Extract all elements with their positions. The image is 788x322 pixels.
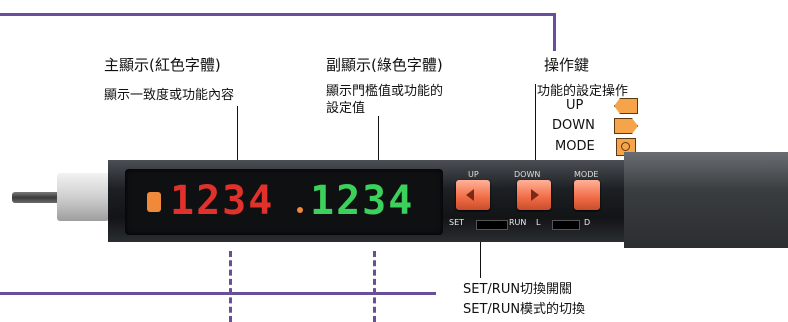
sub-display-leader bbox=[378, 116, 379, 174]
top-frame-drop bbox=[553, 13, 556, 51]
sub-display-value: 1234 bbox=[310, 178, 415, 224]
main-display-leader bbox=[237, 106, 238, 174]
switch-d-label: D bbox=[584, 218, 591, 227]
main-display-value: 1234 bbox=[170, 178, 275, 224]
key-label-down: DOWN bbox=[552, 118, 595, 133]
sub-display-dashed-guide bbox=[373, 251, 376, 322]
up-arrow-icon bbox=[466, 189, 474, 201]
key-label-mode: MODE bbox=[555, 139, 595, 154]
sub-display-desc-2: 設定值 bbox=[326, 101, 366, 116]
sub-display-desc-1: 顯示門檻值或功能的 bbox=[326, 84, 444, 99]
device-mode-label: MODE bbox=[574, 170, 599, 179]
up-key-icon bbox=[614, 98, 638, 114]
device-down-label: DOWN bbox=[514, 170, 541, 179]
main-display-title: 主顯示(紅色字體) bbox=[104, 56, 221, 74]
l-d-switch[interactable] bbox=[552, 220, 580, 230]
down-key-icon bbox=[614, 118, 638, 134]
sub-display-title: 副顯示(綠色字體) bbox=[326, 56, 443, 74]
bottom-frame-line bbox=[0, 292, 436, 295]
switch-desc: SET/RUN模式的切換 bbox=[463, 302, 586, 317]
decimal-dot bbox=[297, 207, 303, 213]
top-frame-line bbox=[0, 13, 556, 16]
keys-desc: 功能的設定操作 bbox=[537, 84, 629, 99]
key-label-up: UP bbox=[566, 98, 584, 113]
main-display-desc: 顯示一致度或功能內容 bbox=[104, 88, 235, 103]
display-window bbox=[125, 169, 443, 235]
device-mode-button[interactable] bbox=[574, 180, 600, 210]
status-led bbox=[147, 192, 161, 212]
main-display-dashed-guide bbox=[229, 251, 232, 322]
mode-key-icon-ring bbox=[621, 142, 630, 151]
keys-leader bbox=[535, 84, 536, 162]
switch-l-label: L bbox=[536, 218, 541, 227]
device-up-label: UP bbox=[468, 170, 479, 179]
sensor-collar bbox=[57, 173, 109, 221]
switch-run-label: RUN bbox=[509, 218, 527, 227]
switch-title: SET/RUN切換開關 bbox=[463, 282, 573, 297]
switch-leader bbox=[480, 226, 481, 278]
set-run-switch[interactable] bbox=[476, 220, 508, 230]
switch-set-label: SET bbox=[449, 218, 465, 227]
amplifier-side-panel bbox=[624, 152, 788, 248]
sensor-cable bbox=[12, 192, 66, 203]
down-arrow-icon bbox=[531, 189, 539, 201]
keys-title: 操作鍵 bbox=[544, 56, 590, 74]
